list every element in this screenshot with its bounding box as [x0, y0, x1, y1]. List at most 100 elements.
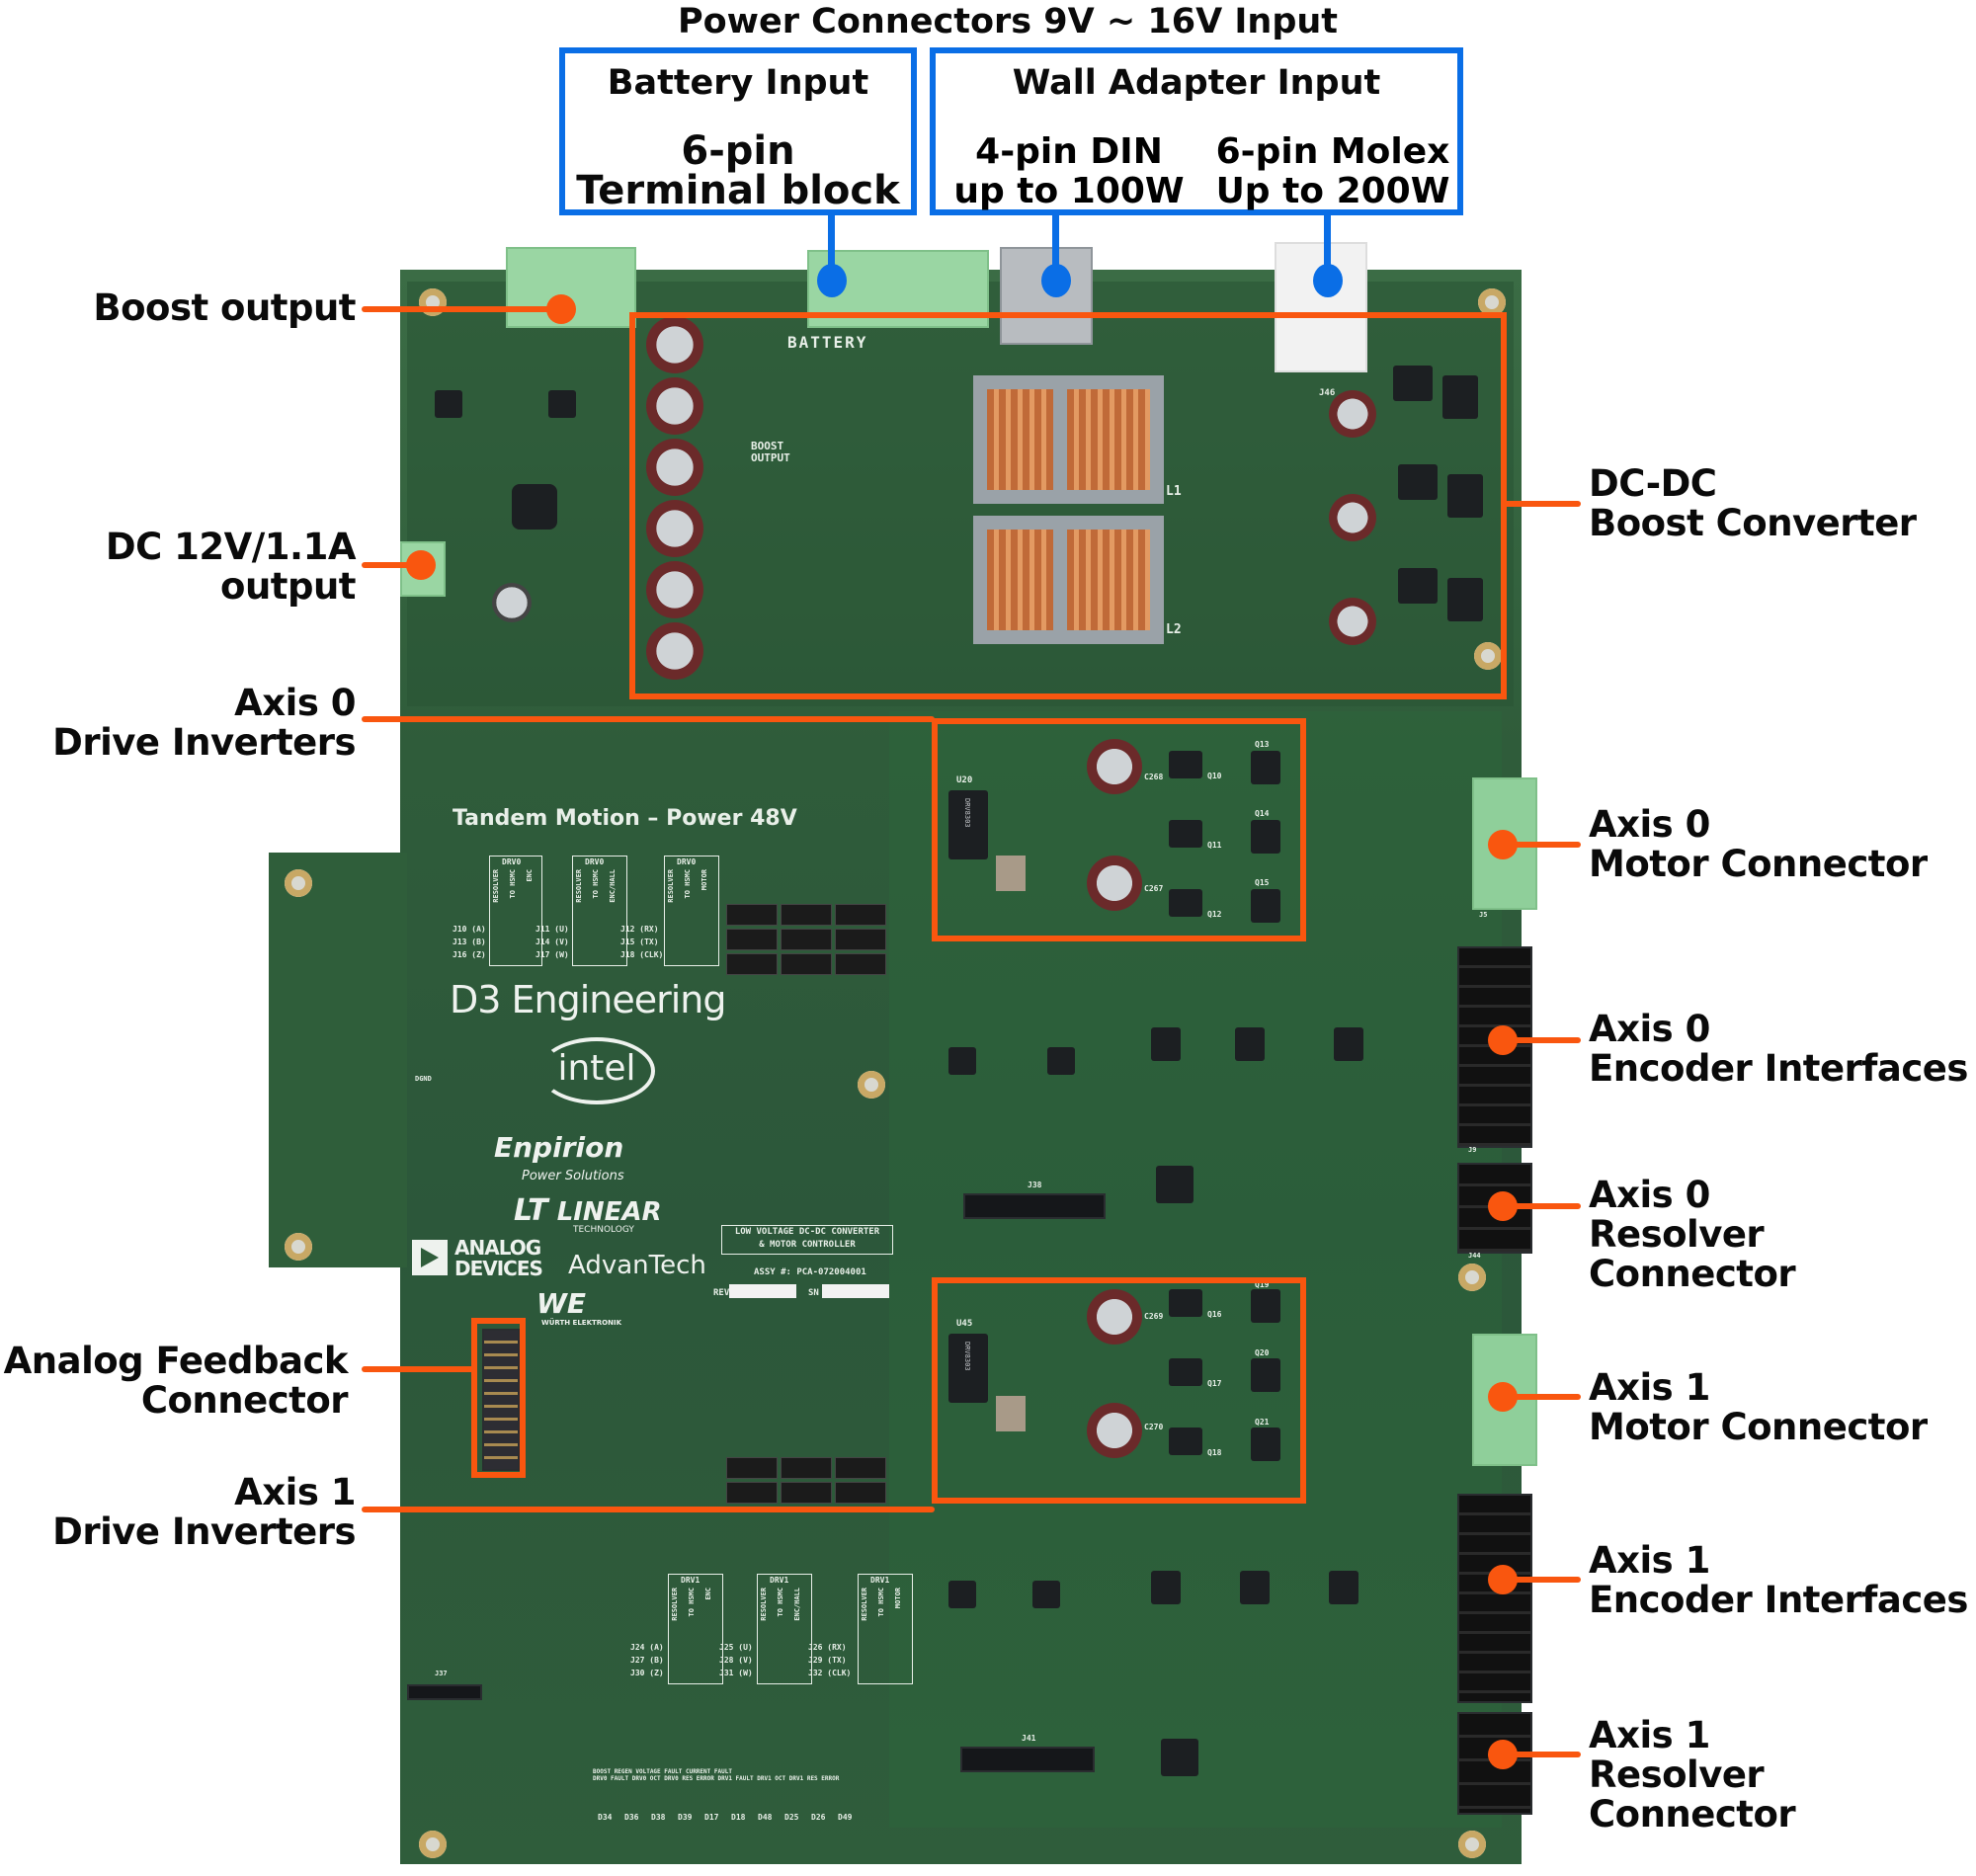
drv1-row-j27: J27 (B) [630, 1656, 664, 1665]
ic-u73 [1161, 1739, 1198, 1776]
drv1-table-2: DRV1 RESOLVER TO HSMC ENC/HALL J25 (U) J… [719, 1574, 818, 1692]
silk-c267: C267 [1144, 884, 1164, 893]
mounting-hole-mh6 [1458, 1264, 1486, 1291]
pin-header-j38 [963, 1193, 1106, 1219]
jumper-j12[interactable] [835, 904, 886, 926]
jumper-j28[interactable] [781, 1482, 832, 1504]
dc-link-capacitor-c270 [1087, 1403, 1142, 1458]
callout-analog-line2: Connector [140, 1379, 349, 1422]
linear-logo-mark: LT [514, 1193, 548, 1228]
drv0-row-j14: J14 (V) [535, 938, 569, 946]
drv1-row-j31: J31 (W) [719, 1669, 753, 1677]
product-name-box: LOW VOLTAGE DC-DC CONVERTER & MOTOR CONT… [721, 1225, 893, 1255]
drv1-table-1: DRV1 RESOLVER TO HSMC ENC J24 (A) J27 (B… [630, 1574, 729, 1692]
sn-field [822, 1284, 889, 1298]
ic-u10 [1398, 568, 1438, 604]
led-fn-drv0-fault: DRV0 FAULT [593, 1775, 629, 1782]
silk-u45: U45 [956, 1319, 973, 1329]
led-fn-current-fault: CURRENT FAULT [685, 1768, 732, 1775]
callout-axis0-resolver: Axis 0 Resolver Connector [1589, 1176, 1976, 1294]
bulk-capacitor-c6 [646, 561, 703, 618]
silk-j37: J37 [435, 1670, 448, 1677]
ic-u42 [1047, 1047, 1075, 1075]
axis0-encoder-leader-dot [1488, 1025, 1518, 1055]
jumper-j13[interactable] [726, 929, 778, 950]
callout-boost-output-text: Boost output [93, 286, 356, 329]
mounting-hole-mh7 [858, 1071, 885, 1099]
jumper-j15[interactable] [835, 929, 886, 950]
enpirion-subtitle: Power Solutions [522, 1169, 624, 1183]
callout-axis0-encoder-line1: Axis 0 [1589, 1008, 1710, 1050]
linear-technology-subtitle: TECHNOLOGY [573, 1225, 634, 1235]
callout-axis0-motor-line2: Motor Connector [1589, 843, 1928, 885]
ic-u67 [1032, 1581, 1060, 1608]
ic-u4 [1393, 366, 1433, 401]
molex-pins: 6-pin Molex [1215, 131, 1450, 172]
boost-output-leader-line [362, 306, 559, 312]
drv1-row-j24: J24 (A) [630, 1643, 664, 1652]
jumper-j26[interactable] [835, 1457, 886, 1479]
ic-u55 [1151, 1571, 1181, 1604]
mosfet-q19 [1251, 1289, 1280, 1323]
jumper-j10[interactable] [726, 904, 778, 926]
mounting-hole-left-bottom [285, 1233, 312, 1261]
callout-axis0-drive-line2: Drive Inverters [52, 721, 356, 764]
led-label-d18: D18 [731, 1813, 746, 1822]
jumper-j16[interactable] [726, 953, 778, 975]
drv1-t2-col-enc-hall: ENC/HALL [793, 1588, 801, 1621]
axis0-resolver-leader-line [1502, 1203, 1581, 1209]
led-label-d39: D39 [678, 1813, 693, 1822]
wall-adapter-input-box: Wall Adapter Input 4-pin DIN up to 100W … [930, 47, 1463, 215]
led-label-d26: D26 [811, 1813, 826, 1822]
jumper-j17[interactable] [781, 953, 832, 975]
mosfet-q14 [1251, 820, 1280, 854]
drv0-row-j10: J10 (A) [453, 925, 486, 934]
din-connector-spec: 4-pin DIN up to 100W [936, 132, 1202, 211]
dcdc-leader-line [1504, 501, 1581, 507]
jumper-j14[interactable] [781, 929, 832, 950]
drv1-t3-col-to-hsmc: TO HSMC [877, 1588, 885, 1617]
drv1-t2-col-to-hsmc: TO HSMC [777, 1588, 784, 1617]
silk-q18: Q18 [1207, 1448, 1222, 1457]
silk-l2: L2 [1166, 622, 1182, 637]
callout-dc12v-line2: output [220, 565, 356, 608]
callout-boost-output: Boost output [0, 288, 356, 328]
drv1-header-2: DRV1 [770, 1576, 789, 1585]
ic-u19 [548, 390, 576, 418]
silk-battery: BATTERY [787, 333, 868, 352]
drv0-header: DRV0 [502, 857, 522, 866]
led-fn-drv1-res-error: DRV1 RES ERROR [788, 1775, 840, 1782]
dc-link-capacitor-c269 [1087, 1289, 1142, 1345]
jumper-j24[interactable] [726, 1457, 778, 1479]
mosfet-q13 [1251, 751, 1280, 784]
jumper-j25[interactable] [781, 1457, 832, 1479]
axis0-resolver-leader-dot [1488, 1191, 1518, 1221]
jumper-j11[interactable] [781, 904, 832, 926]
drv0-header-2: DRV0 [585, 857, 605, 866]
din-callout-dot [1041, 264, 1071, 297]
molex-power: Up to 200W [1215, 171, 1450, 211]
linear-technology-logo: LT LINEAR [514, 1193, 662, 1228]
inductor-l1b [1053, 375, 1164, 504]
mosfet-q11 [1169, 820, 1202, 848]
ic-u30 [1151, 1027, 1181, 1061]
drv0-row-j11: J11 (U) [535, 925, 569, 934]
jumper-j29[interactable] [835, 1482, 886, 1504]
axis1-resolver-leader-dot [1488, 1740, 1518, 1769]
silk-boost-output: BOOST OUTPUT [751, 440, 790, 464]
callout-axis1-encoder-line1: Axis 1 [1589, 1539, 1710, 1582]
capacitor-c157 [996, 1396, 1026, 1431]
mosfet-q20 [1251, 1358, 1280, 1392]
callout-dcdc-line1: DC-DC [1589, 462, 1717, 505]
callout-dcdc-line2: Boost Converter [1589, 502, 1917, 544]
drv0-t3-col-to-hsmc: TO HSMC [684, 869, 692, 899]
jumper-j27[interactable] [726, 1482, 778, 1504]
silk-j9: J9 [1468, 1146, 1477, 1154]
analog-feedback-header [482, 1329, 520, 1471]
silk-q14: Q14 [1255, 809, 1270, 818]
led-label-d25: D25 [784, 1813, 799, 1822]
led-fn-drv1-oct: DRV1 OCT [757, 1775, 786, 1782]
din-pins: 4-pin DIN [975, 131, 1163, 172]
wurth-elektronik-text: WÜRTH ELEKTRONIK [541, 1319, 622, 1327]
jumper-j18[interactable] [835, 953, 886, 975]
